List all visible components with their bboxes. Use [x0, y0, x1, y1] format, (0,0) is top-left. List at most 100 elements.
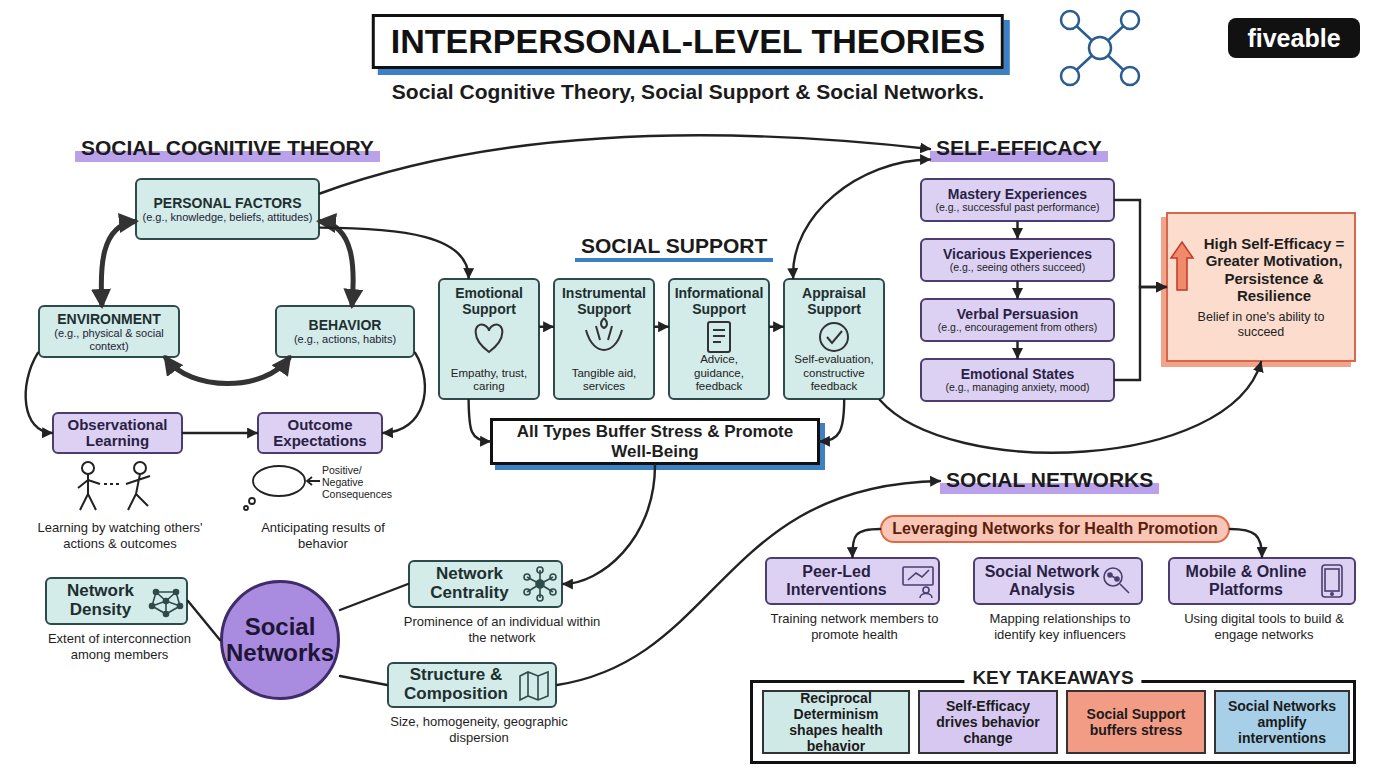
takeaway-box: Social Support buffers stress [1066, 690, 1206, 754]
node-heading: Outcome Expectations [264, 417, 376, 450]
node-body: (e.g., physical & social context) [45, 327, 173, 352]
node-heading: Instrumental Support [559, 285, 649, 317]
section-heading: SOCIAL COGNITIVE THEORY [75, 134, 380, 164]
connector-arrow [320, 221, 353, 305]
network-box: Network CentralityProminence of an indiv… [408, 560, 563, 608]
node-body: Belief in one's ability to succeed [1174, 310, 1348, 339]
node-heading: SOCIAL COGNITIVE THEORY [81, 136, 374, 160]
node-heading: Observational Learning [59, 417, 176, 450]
network-box: Network DensityExtent of interconnection… [45, 577, 188, 625]
strategy-box: Mobile & Online PlatformsUsing digital t… [1168, 557, 1356, 605]
node-body: Training network members to promote heal… [762, 611, 947, 642]
connector-arrow [383, 353, 425, 433]
connector-arrow [1115, 287, 1166, 380]
connector-arrow [852, 529, 880, 557]
takeaway-box: Reciprocal Determinism shapes health beh… [762, 690, 910, 754]
connector-arrow [1016, 342, 1018, 358]
section-heading: SOCIAL NETWORKS [940, 466, 1159, 496]
node-body: (e.g., actions, habits) [282, 333, 408, 346]
node-heading: ENVIRONMENT [45, 311, 173, 327]
node-heading: Verbal Persuasion [926, 307, 1109, 322]
node-heading: Network Density [55, 582, 146, 619]
node-heading: Emotional Support [444, 285, 534, 317]
connector-arrow [188, 601, 220, 640]
node-heading: Appraisal Support [789, 285, 879, 317]
factor-box: ENVIRONMENT(e.g., physical & social cont… [38, 305, 180, 358]
strategy-box: Peer-Led InterventionsTraining network m… [765, 557, 940, 605]
connector-arrow [340, 676, 387, 685]
source-box: Verbal Persuasion(e.g., encouragement fr… [920, 298, 1115, 342]
banner-band: Leveraging Networks for Health Promotion [880, 515, 1230, 543]
node-body: Advice, guidance, feedback [674, 353, 764, 393]
support-box: Emotional SupportEmpathy, trust, caring [438, 278, 540, 400]
takeaway-frame: KEY TAKEAWAYSReciprocal Determinism shap… [750, 680, 1356, 764]
node-body: Extent of interconnection among members [37, 631, 202, 662]
connector-arrow [1016, 282, 1018, 298]
strategy-box: Social Network AnalysisMapping relations… [973, 557, 1143, 605]
node-body: Empathy, trust, caring [444, 367, 534, 393]
diagram-title: INTERPERSONAL-LEVEL THEORIES [372, 14, 1004, 69]
connector-arrow [26, 353, 52, 433]
connector-arrow [770, 326, 783, 328]
node-body: Mapping relationships to identify key in… [970, 611, 1150, 642]
connector-arrow [340, 584, 408, 610]
source-box: Emotional States(e.g., managing anxiety,… [920, 358, 1115, 402]
connector-arrow [320, 228, 469, 278]
factor-box: BEHAVIOR(e.g., actions, habits) [275, 305, 415, 358]
node-heading: SOCIAL SUPPORT [581, 234, 767, 258]
node-body: Learning by watching others' actions & o… [34, 520, 206, 551]
factor-box: PERSONAL FACTORS(e.g., knowledge, belief… [135, 178, 320, 240]
node-heading: Structure & Composition [397, 666, 515, 703]
connector-arrow [540, 326, 553, 328]
node-heading: Informational Support [674, 285, 764, 317]
node-heading: Vicarious Experiences [926, 247, 1109, 262]
source-box: Vicarious Experiences(e.g., seeing other… [920, 238, 1115, 282]
watermark-logo: fiveable [1228, 18, 1360, 58]
thought-cloud [244, 466, 320, 510]
node-body: Self-evaluation, constructive feedback [789, 353, 879, 393]
connector-arrow [1115, 200, 1166, 287]
node-body: (e.g., seeing others succeed) [926, 262, 1109, 274]
concept-box: Observational LearningLearning by watchi… [52, 412, 183, 454]
outcome-box: High Self-Efficacy = Greater Motivation,… [1166, 212, 1356, 362]
connector-arrow [469, 400, 490, 442]
node-heading: SELF-EFFICACY [936, 136, 1102, 160]
hub-circle: Social Networks [220, 580, 340, 700]
node-body: Anticipating results of behavior [245, 520, 401, 551]
node-heading: BEHAVIOR [282, 317, 408, 333]
takeaway-box: Social Networks amplify interventions [1214, 690, 1350, 754]
section-heading: SOCIAL SUPPORT [575, 232, 773, 262]
connector-arrow [655, 326, 668, 328]
node-body: Size, homogeneity, geographic dispersion [384, 714, 574, 745]
node-body: Tangible aid, services [559, 367, 649, 393]
connector-arrow [166, 358, 289, 384]
node-heading: All Types Buffer Stress & Promote Well-B… [503, 422, 807, 461]
support-box: Appraisal SupportSelf-evaluation, constr… [783, 278, 885, 400]
node-heading: PERSONAL FACTORS [142, 195, 313, 211]
node-body: Using digital tools to build & engage ne… [1170, 611, 1358, 642]
stick-figures [78, 462, 150, 510]
node-heading: Network Centrality [418, 565, 521, 602]
connector-arrow [563, 465, 655, 584]
node-heading: Peer-Led Interventions [775, 563, 898, 598]
connector-arrow [183, 432, 257, 434]
node-heading: Leveraging Networks for Health Promotion [892, 520, 1217, 538]
node-heading: Social Support buffers stress [1073, 706, 1199, 738]
node-heading: Social Networks [226, 614, 334, 667]
node-heading: Social Networks amplify interventions [1221, 698, 1343, 746]
note-label: Positive/ Negative Consequences [322, 464, 402, 500]
support-box: Informational SupportAdvice, guidance, f… [668, 278, 770, 400]
connector-arrow [820, 400, 844, 442]
node-heading: Mobile & Online Platforms [1178, 563, 1314, 598]
node-heading: Mastery Experiences [926, 187, 1109, 202]
node-body: Prominence of an individual within the n… [402, 614, 602, 645]
concept-box: Outcome ExpectationsAnticipating results… [257, 412, 383, 454]
section-heading: SELF-EFFICACY [930, 134, 1108, 164]
support-box: Instrumental SupportTangible aid, servic… [553, 278, 655, 400]
connector-arrow [1230, 529, 1262, 557]
node-heading: Self-Efficacy drives behavior change [925, 698, 1051, 746]
node-heading: Social Network Analysis [983, 563, 1101, 598]
node-body: (e.g., successful past performance) [926, 202, 1109, 214]
node-heading: Emotional States [926, 367, 1109, 382]
